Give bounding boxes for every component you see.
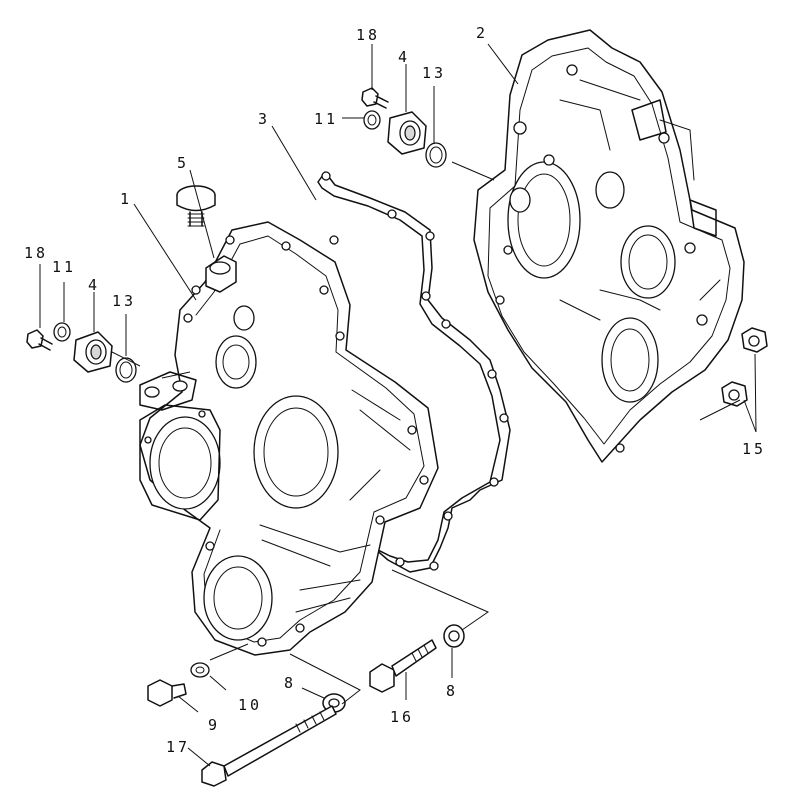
washer-part-10 [190,662,210,678]
callout-4-left: 4 [88,276,100,294]
bolt-part-16 [369,639,437,693]
callout-9: 9 [208,716,220,734]
callout-4-upper: 4 [398,48,410,66]
callout-17: 17 [166,738,190,756]
callout-13-left: 13 [112,292,136,310]
breather-cap-part [176,185,216,227]
callout-2: 2 [476,24,488,42]
callout-labels: 2 3 1 5 18 4 11 13 18 11 4 13 15 10 9 8 … [24,24,766,756]
o-ring-part-11-upper [363,110,381,130]
callout-11-left: 11 [52,258,76,276]
callout-10: 10 [238,696,262,714]
callout-1: 1 [120,190,132,208]
plug-part-9 [147,679,187,707]
callout-11-upper: 11 [314,110,338,128]
leader-lines [39,43,757,767]
seal-ring-part-13-left [115,357,137,383]
bushing-part-4-left [73,331,113,373]
callout-16: 16 [390,708,414,726]
callout-18-left: 18 [24,244,48,262]
callout-15: 15 [742,440,766,458]
housing-rear-part [473,29,745,463]
seal-ring-part-13-upper [425,142,447,168]
washer-part-8-right [443,624,465,648]
nut-part-15-lower [721,381,748,407]
callout-13-upper: 13 [422,64,446,82]
bolt-part-18-left [26,329,53,351]
bushing-part-4-upper [387,111,427,155]
callout-5: 5 [177,154,189,172]
nut-part-15-upper [741,327,768,353]
bolt-part-18-upper [361,87,389,109]
callout-8-lower: 8 [284,674,296,692]
callout-8-right: 8 [446,682,458,700]
callout-18-upper: 18 [356,26,380,44]
callout-3: 3 [258,110,270,128]
o-ring-part-11-left [53,322,71,342]
bolt-part-17 [201,705,337,787]
front-cover-part [139,221,439,656]
